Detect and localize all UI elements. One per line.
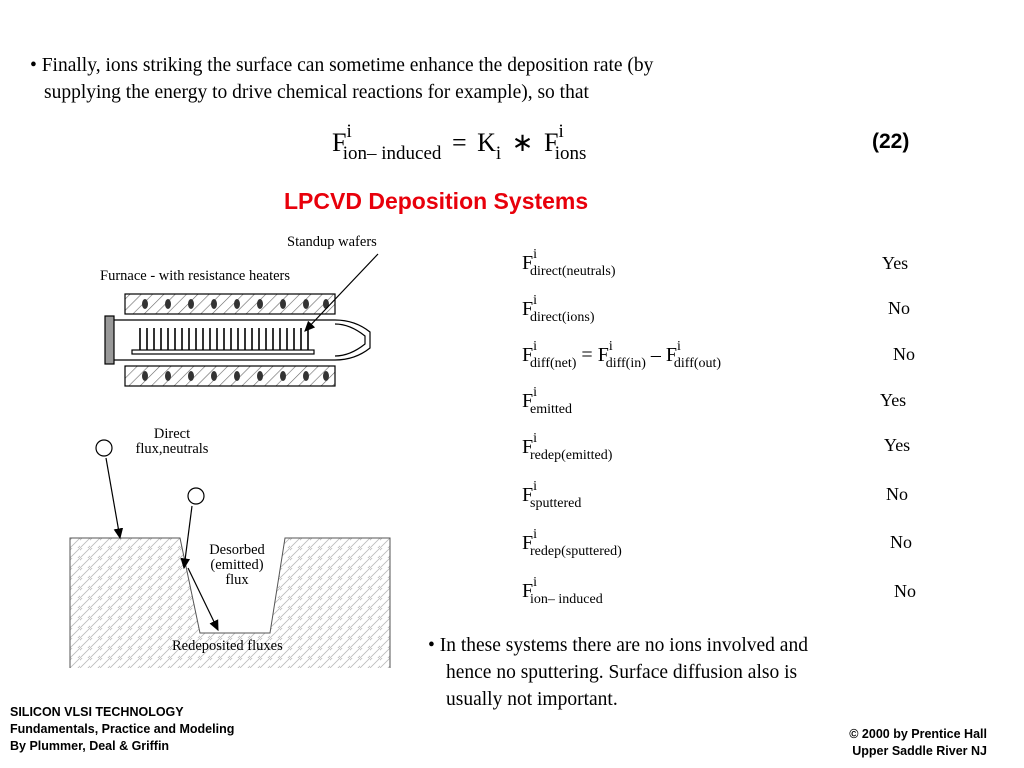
- section-heading: LPCVD Deposition Systems: [284, 188, 589, 214]
- label-redeposited-fluxes: Redeposited fluxes: [172, 638, 283, 654]
- flux-row-ion-induced: Fiion– induced: [522, 575, 603, 607]
- flux-row-diff-net: Fidiff(net) = Fidiff(in) – Fidiff(out): [522, 339, 722, 371]
- equation-22: Fiion– induced = Ki ∗ Fiions: [332, 121, 587, 164]
- equation-k: Ki: [477, 128, 502, 164]
- label-furnace: Furnace - with resistance heaters: [100, 268, 291, 284]
- equation-number: (22): [872, 130, 910, 153]
- label-standup-wafers: Standup wafers: [287, 234, 377, 250]
- flux-row-sputtered: Fisputtered: [522, 479, 582, 511]
- flux-row-direct-ions: Fidirect(ions): [522, 293, 595, 325]
- furnace-tube: [104, 315, 371, 365]
- equation-rhs: Fiions: [543, 121, 587, 164]
- desorbed-flux-arrow: [180, 505, 193, 570]
- equation-lhs: Fiion– induced: [332, 121, 442, 164]
- flux-answer-1: Yes: [882, 253, 909, 273]
- redeposited-flux-arrow: [187, 567, 219, 632]
- intro-paragraph: • Finally, ions striking the surface can…: [30, 52, 790, 106]
- flux-answer-3: No: [893, 344, 915, 364]
- flux-row-redep-sputtered: Firedep(sputtered): [522, 527, 622, 559]
- standup-wafers-arrow: [304, 253, 379, 332]
- note-line-1: • In these systems there are no ions inv…: [428, 635, 808, 656]
- direct-flux-arrow: [105, 457, 124, 540]
- flux-answer-2: No: [888, 298, 910, 318]
- flux-row-direct-neutrals: Fidirect(neutrals): [522, 247, 616, 279]
- footer-copyright: © 2000 by Prentice Hall Upper Saddle Riv…: [849, 727, 987, 758]
- equation-times: ∗: [511, 128, 534, 157]
- neutral-particle-1: [95, 439, 113, 457]
- footer-book-info: SILICON VLSI TECHNOLOGY Fundamentals, Pr…: [10, 705, 235, 753]
- flux-answer-5: Yes: [884, 435, 911, 455]
- lpcvd-diagram: [69, 253, 391, 668]
- furnace-top-heater: [124, 293, 336, 315]
- neutral-particle-2: [187, 487, 205, 505]
- note-line-3: usually not important.: [446, 689, 618, 710]
- note-paragraph: • In these systems there are no ions inv…: [428, 632, 898, 713]
- flux-answer-7: No: [890, 532, 912, 552]
- flux-answer-4: Yes: [880, 390, 907, 410]
- trench-substrate: [69, 537, 391, 668]
- flux-row-emitted: Fiemitted: [522, 385, 573, 417]
- intro-line-1: • Finally, ions striking the surface can…: [30, 55, 654, 76]
- furnace-bottom-heater: [124, 365, 336, 387]
- note-line-2: hence no sputtering. Surface diffusion a…: [446, 662, 798, 683]
- flux-answer-8: No: [894, 581, 916, 601]
- flux-row-redep-emitted: Firedep(emitted): [522, 431, 613, 463]
- intro-line-2: supplying the energy to drive chemical r…: [44, 82, 589, 103]
- standup-wafers-graphic: [131, 328, 315, 355]
- label-desorbed-flux: Desorbed(emitted)flux: [209, 542, 265, 588]
- flux-answer-6: No: [886, 484, 908, 504]
- equation-equals: =: [451, 128, 467, 157]
